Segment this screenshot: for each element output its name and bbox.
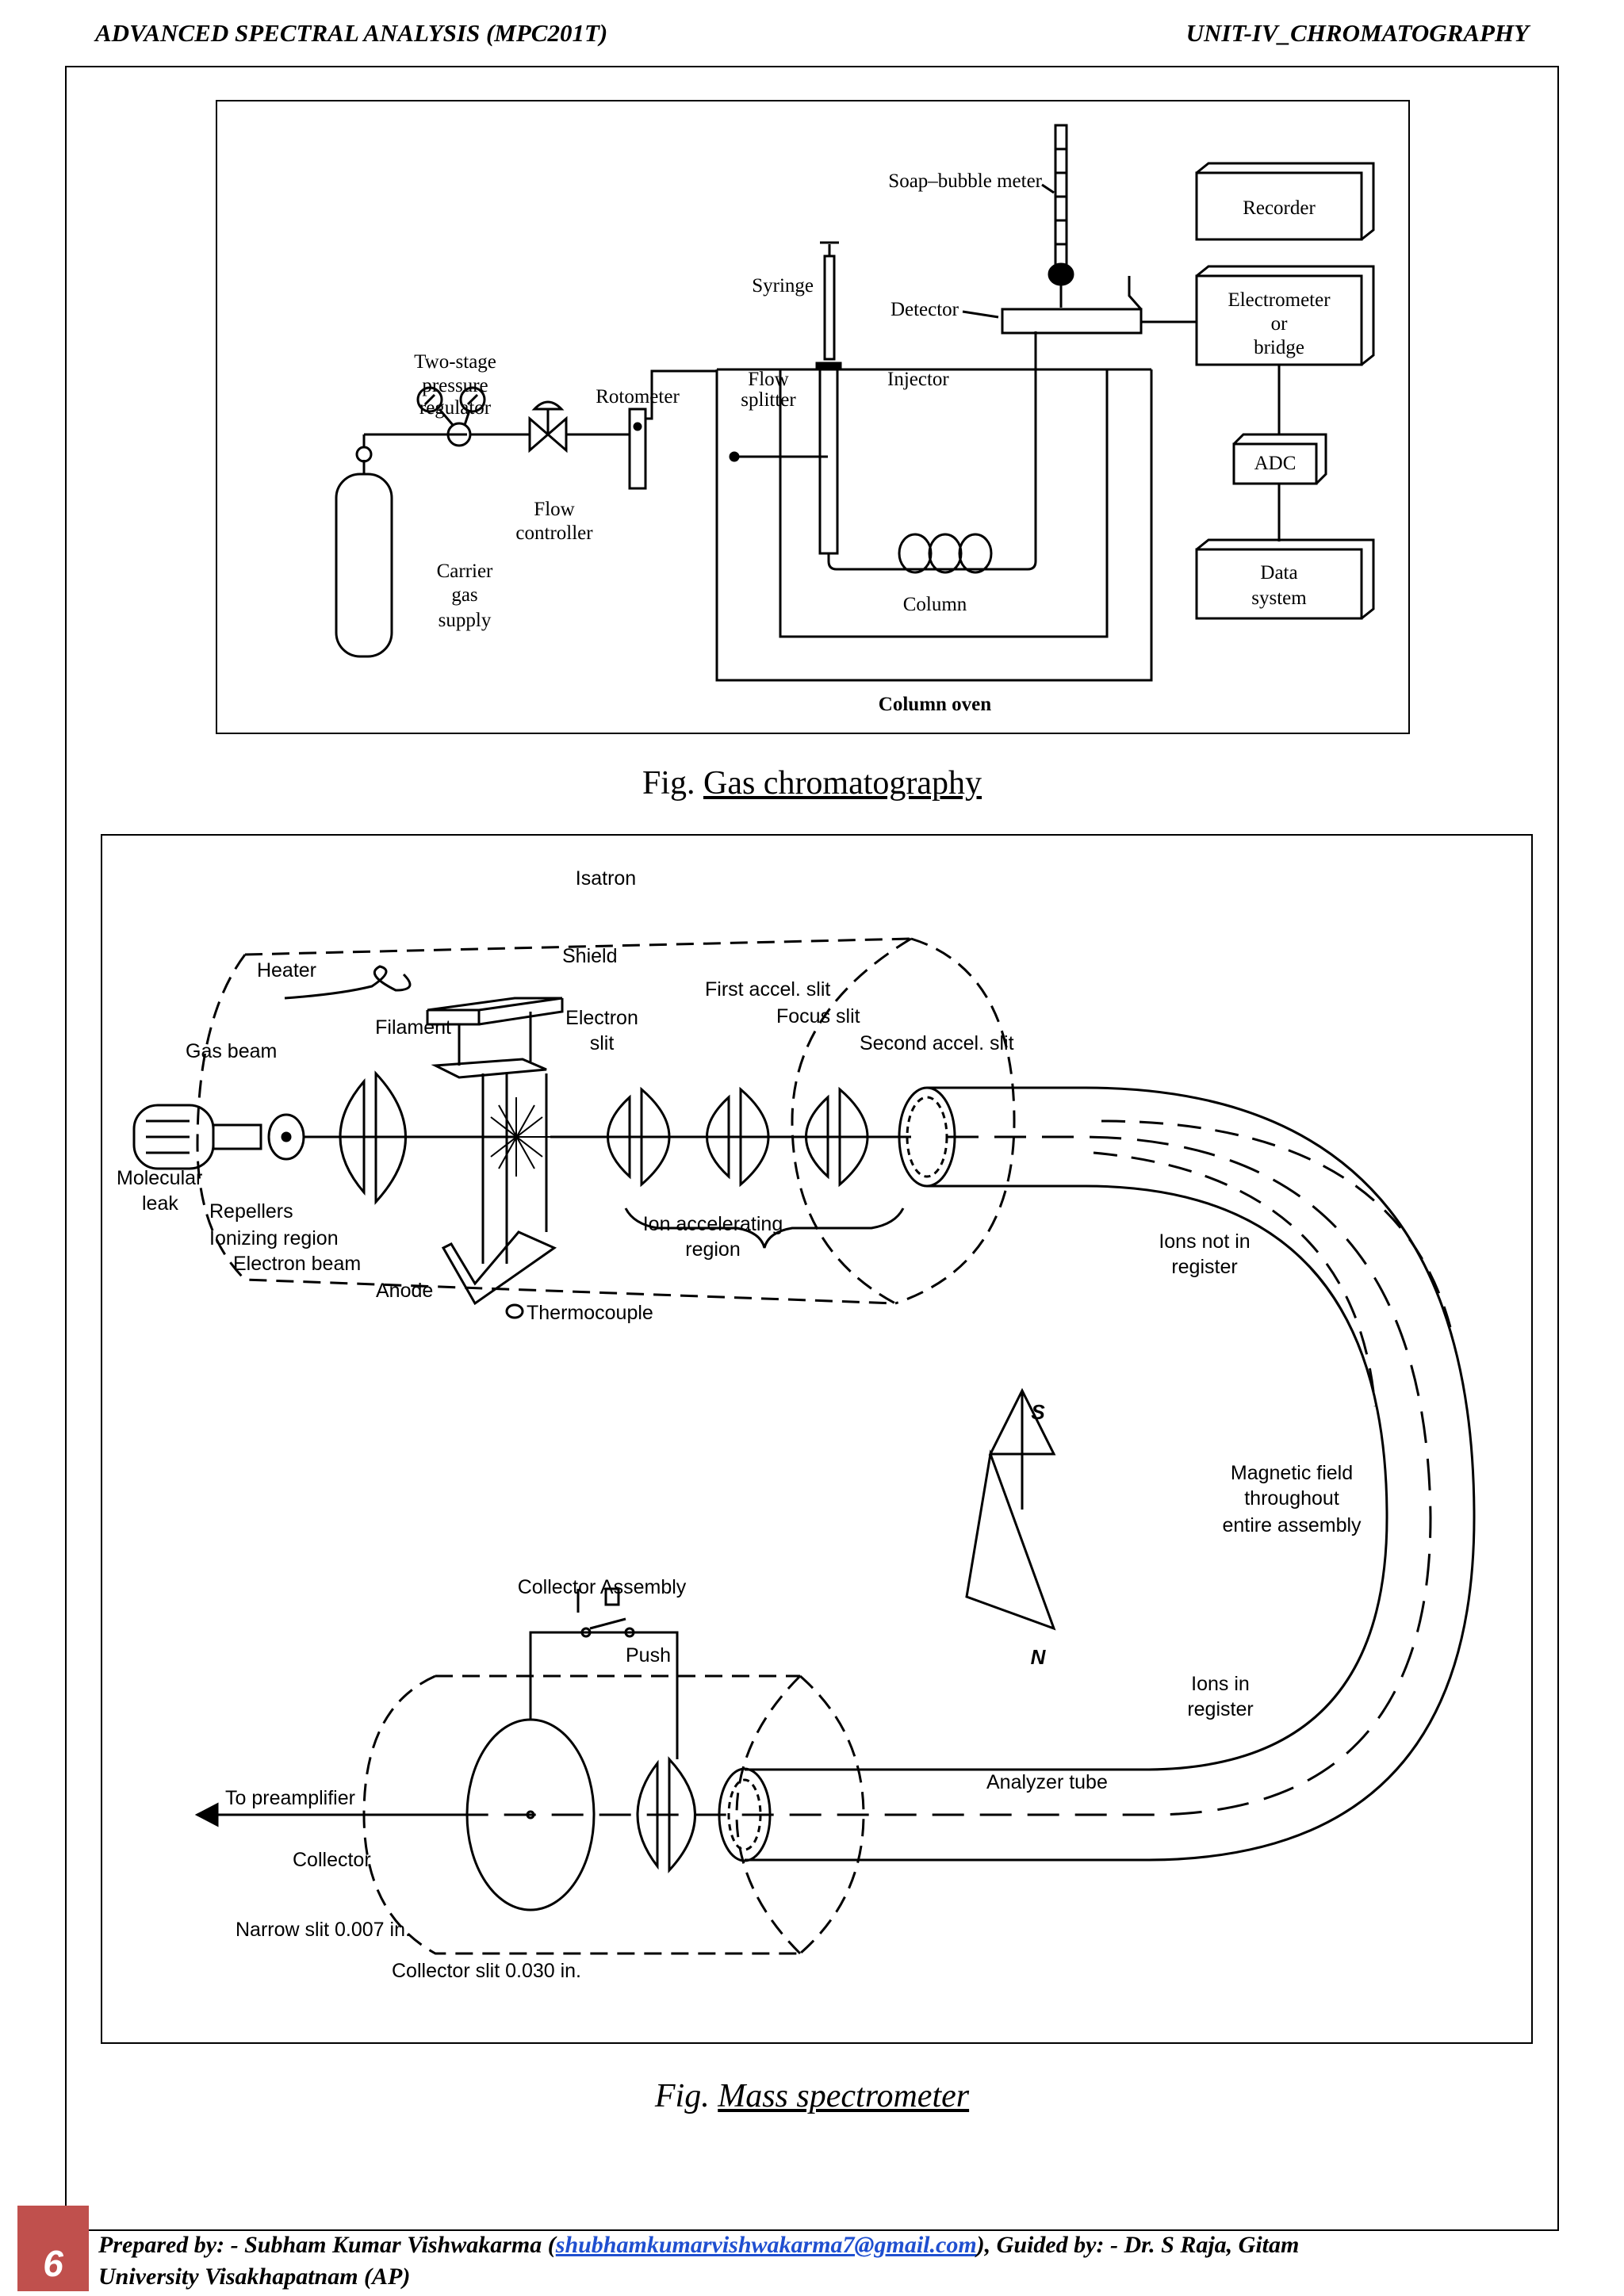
label-carrier-2: gas [451,584,477,606]
label-entire-assembly: entire assembly [1222,1514,1362,1536]
label-shield: Shield [562,945,618,967]
label-electrometer: Electrometer [1228,289,1331,311]
label-flow-controller-1: Flow [534,499,574,520]
label-data: Data [1260,562,1297,584]
label-north: N [1031,1645,1047,1669]
isatron-housing [196,937,1016,1305]
anode-assembly [441,1073,557,1319]
label-ions-not-in: Ions not in [1159,1230,1250,1253]
label-second-accel-slit: Second accel. slit [860,1032,1014,1054]
label-pressure: pressure [422,375,488,396]
label-regulator: regulator [419,397,492,419]
author-email-link[interactable]: shubhamkumarvishwakarma7@gmail.com [555,2232,977,2258]
label-heater: Heater [257,959,316,982]
label-magnetic-field: Magnetic field [1231,1462,1353,1484]
label-column: Column [903,594,967,615]
label-ions-in-register: register [1187,1698,1253,1720]
label-isatron: Isatron [576,867,636,890]
footer-credits: Prepared by: - Subham Kumar Vishwakarma … [98,2229,1526,2293]
label-electron: Electron [565,1007,638,1029]
pressure-regulator [416,386,530,447]
label-soap-bubble-meter: Soap–bubble meter [888,170,1042,192]
label-molecular: Molecular [117,1167,202,1189]
label-adc: ADC [1254,453,1297,474]
ionizing-burst [487,1097,550,1177]
footer-line-2: University Visakhapatnam (AP) [98,2263,411,2290]
label-push: Push [626,1644,671,1667]
label-filament: Filament [375,1016,451,1039]
label-ions-in: Ions in [1191,1673,1250,1695]
gc-figure-caption: Fig. Gas chromatography [0,764,1624,802]
footer-suffix: ), Guided by: - Dr. S Raja, Gitam [976,2232,1300,2258]
label-detector: Detector [891,299,959,320]
ms-diagram: Isatron Shield Heater Filament First acc… [101,834,1533,2044]
page-border [65,66,1559,2231]
page-number: 6 [43,2243,63,2284]
molecular-leak [132,1104,332,1170]
label-electrometer-or: or [1271,313,1289,335]
label-electron-beam: Electron beam [233,1253,361,1275]
label-electron-slit: slit [590,1032,615,1054]
label-rotometer: Rotometer [596,386,680,408]
label-to-preamplifier: To preamplifier [225,1787,355,1809]
label-gas-beam: Gas beam [186,1040,277,1062]
label-south: S [1031,1400,1045,1424]
label-injector: Injector [887,369,949,390]
electronics-chain [1195,162,1375,620]
label-thermocouple: Thermocouple [527,1302,653,1324]
filament-assembly [284,965,564,1079]
footer-prefix: Prepared by: - Subham Kumar Vishwakarma … [98,2232,556,2258]
label-syringe: Syringe [752,275,814,297]
footer-line-1: Prepared by: - Subham Kumar Vishwakarma … [98,2229,1526,2261]
label-recorder: Recorder [1243,197,1316,219]
compass-magnet [965,1387,1056,1631]
column-coil [827,331,1037,574]
label-anode: Anode [376,1280,433,1302]
label-bridge: bridge [1254,337,1304,358]
label-ion-accelerating: Ion accelerating [643,1213,783,1235]
ms-figure-caption: Fig. Mass spectrometer [0,2077,1624,2115]
label-ion-accel-region: region [685,1238,741,1261]
detector-block [962,276,1197,335]
gc-caption-prefix: Fig. [642,765,695,802]
label-narrow-slit: Narrow slit 0.007 in. [236,1919,411,1941]
label-flow-splitter-2: splitter [741,389,796,411]
column-oven [715,368,1153,682]
analyzer-tube [483,1086,1476,1862]
gc-diagram: Soap–bubble meter Recorder Syringe Detec… [216,100,1410,734]
carrier-gas-cylinder [335,433,451,658]
label-carrier-3: supply [439,610,492,631]
ms-caption-prefix: Fig. [654,2078,710,2114]
soap-bubble-meter [1041,124,1074,308]
page-number-badge: 6 [17,2206,89,2291]
label-flow-splitter-1: Flow [748,369,788,390]
label-ionizing-region: Ionizing region [209,1227,339,1249]
label-repellers: Repellers [209,1200,293,1223]
label-system: system [1251,587,1307,609]
header-unit-title: UNIT-IV_CHROMATOGRAPHY [1185,19,1529,47]
label-focus-slit: Focus slit [776,1005,860,1027]
injector-assembly [729,241,842,555]
label-collector-assembly: Collector Assembly [518,1576,687,1598]
collector-parts [194,1587,696,1911]
ms-caption-title: Mass spectrometer [718,2078,970,2114]
label-analyzer-tube: Analyzer tube [986,1771,1108,1793]
label-collector: Collector [293,1849,371,1871]
flow-controller-valve [528,400,630,453]
label-flow-controller-2: controller [515,522,593,544]
label-two-stage: Two-stage [414,351,496,373]
gc-caption-title: Gas chromatography [703,765,982,802]
label-first-accel-slit: First accel. slit [705,978,830,1001]
label-throughout: throughout [1244,1487,1339,1510]
accelerating-slits [550,1086,911,1249]
label-column-oven: Column oven [879,694,991,715]
header-course-title: ADVANCED SPECTRAL ANALYSIS (MPC201T) [95,19,608,47]
rotometer [628,369,717,490]
label-leak: leak [142,1192,178,1215]
label-carrier-1: Carrier [437,561,493,582]
label-collector-slit: Collector slit 0.030 in. [392,1960,581,1982]
repeller-plate [332,1070,515,1205]
label-ions-not-register: register [1171,1256,1237,1278]
